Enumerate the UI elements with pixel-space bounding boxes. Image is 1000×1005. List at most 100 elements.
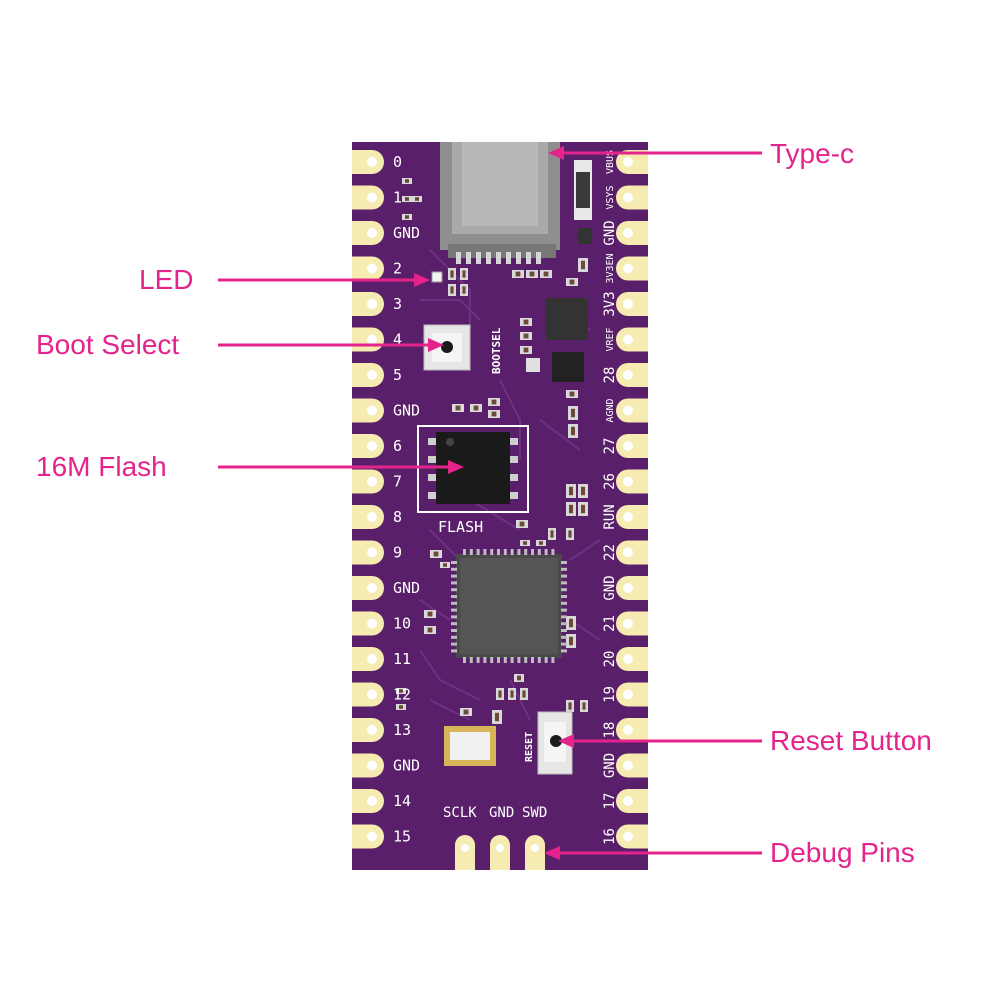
mcu-pin: [561, 574, 567, 578]
reset-silk-label: RESET: [524, 732, 535, 762]
right-pin-label: VSYS: [605, 185, 616, 209]
passive-part-body: [491, 399, 497, 405]
left-pin-header: [352, 150, 384, 849]
passive-part-body: [498, 690, 502, 698]
left-pin-label: GND: [393, 757, 420, 775]
passive-part-body: [569, 618, 573, 628]
passive-part-body: [399, 705, 403, 709]
right-pin-label: 18: [602, 722, 618, 739]
left-pin-label: 4: [393, 331, 402, 349]
mcu-pin: [476, 549, 480, 555]
right-pin-hole: [623, 547, 633, 558]
mcu-pin: [537, 657, 541, 663]
left-pin-hole: [367, 583, 377, 593]
mcu-pin: [537, 549, 541, 555]
mcu-pin: [463, 549, 466, 555]
left-pin-hole: [367, 157, 377, 167]
passive-part-body: [462, 286, 466, 294]
passive-part-body: [517, 675, 521, 681]
left-pin-label: 11: [393, 650, 411, 668]
mcu-pin: [469, 657, 473, 663]
left-pin-label: 8: [393, 508, 402, 526]
right-pin-label: 16: [602, 828, 618, 845]
passive-part-body: [568, 530, 572, 538]
passive-part-body: [569, 636, 573, 646]
mcu-pin: [503, 549, 507, 555]
right-pin-hole: [623, 405, 633, 416]
right-pin-label: 20: [602, 651, 618, 668]
callout-type-c: Type-c: [770, 138, 855, 169]
right-pin-label: 28: [602, 367, 618, 384]
mcu-pin: [561, 629, 567, 632]
passive-part-body: [523, 347, 529, 353]
mcu-pin: [463, 657, 466, 663]
left-pin-hole: [367, 405, 377, 416]
arrow-flash: [218, 460, 464, 474]
passive-part-body: [462, 270, 466, 278]
right-pin-label: 17: [602, 793, 618, 810]
mcu-pin: [451, 642, 457, 646]
right-pin-hole: [623, 796, 633, 806]
mcu-pin: [469, 549, 473, 555]
right-pin-header: [616, 150, 648, 849]
passive-part-body: [510, 690, 514, 698]
passive-part-body: [405, 197, 409, 201]
passive-part-body: [582, 702, 586, 710]
crystal-oscillator: [444, 726, 496, 766]
left-pin-label: 0: [393, 153, 402, 171]
passive-part-body: [568, 702, 572, 710]
right-pin-label: GND: [602, 753, 618, 778]
right-pin-label: 22: [602, 544, 618, 561]
left-pin-label: 15: [393, 828, 411, 846]
passive-part-body: [569, 391, 575, 397]
reset-button[interactable]: [537, 711, 573, 775]
left-pin-label: 5: [393, 366, 402, 384]
callout-reset-button: Reset Button: [770, 725, 932, 756]
debug-pad-gnd: [490, 835, 510, 870]
debug-pad-swd: [525, 835, 545, 870]
gnd-debug-silk-label: GND: [489, 805, 514, 821]
passive-part-body: [571, 408, 575, 418]
right-pin-label: 21: [602, 615, 618, 632]
mcu-pin: [483, 657, 487, 663]
mcu-pin: [561, 615, 567, 619]
mcu-pin: [451, 629, 457, 632]
mcu-pin: [451, 595, 457, 598]
passive-part-body: [427, 611, 433, 617]
passive-part-body: [433, 551, 439, 557]
mcu-pin: [483, 549, 487, 555]
left-pin-label: 7: [393, 473, 402, 491]
passive-part-body: [399, 689, 403, 693]
left-pin-hole: [367, 299, 377, 309]
passive-part-body: [405, 179, 409, 183]
led-component: [431, 271, 443, 283]
right-pin-hole: [623, 476, 633, 487]
mcu-pin: [531, 657, 534, 663]
right-pin-label: VBUS: [605, 150, 616, 174]
right-pin-hole: [623, 228, 633, 238]
left-pin-label: GND: [393, 579, 420, 597]
passive-part-body: [491, 411, 497, 417]
right-pin-label: 19: [602, 686, 618, 703]
usb-c-connector: [440, 142, 560, 258]
passive-part-body: [515, 271, 521, 277]
right-pin-label: GND: [602, 575, 618, 600]
left-pin-hole: [367, 760, 377, 771]
left-pin-hole: [367, 476, 377, 487]
right-pin-hole: [623, 618, 633, 629]
passive-part-body: [581, 504, 585, 514]
mcu-pin: [524, 549, 528, 555]
usb-c-contacts: [456, 252, 541, 264]
arrow-debug: [544, 846, 762, 860]
mcu-pin: [524, 657, 528, 663]
mcu-pin: [451, 567, 457, 571]
sclk-silk-label: SCLK: [443, 805, 477, 821]
mcu-pin: [561, 561, 567, 564]
passive-part-body: [427, 627, 433, 633]
right-pin-hole: [623, 512, 633, 522]
left-pin-label: 1: [393, 189, 402, 207]
passive-part-body: [519, 521, 525, 527]
